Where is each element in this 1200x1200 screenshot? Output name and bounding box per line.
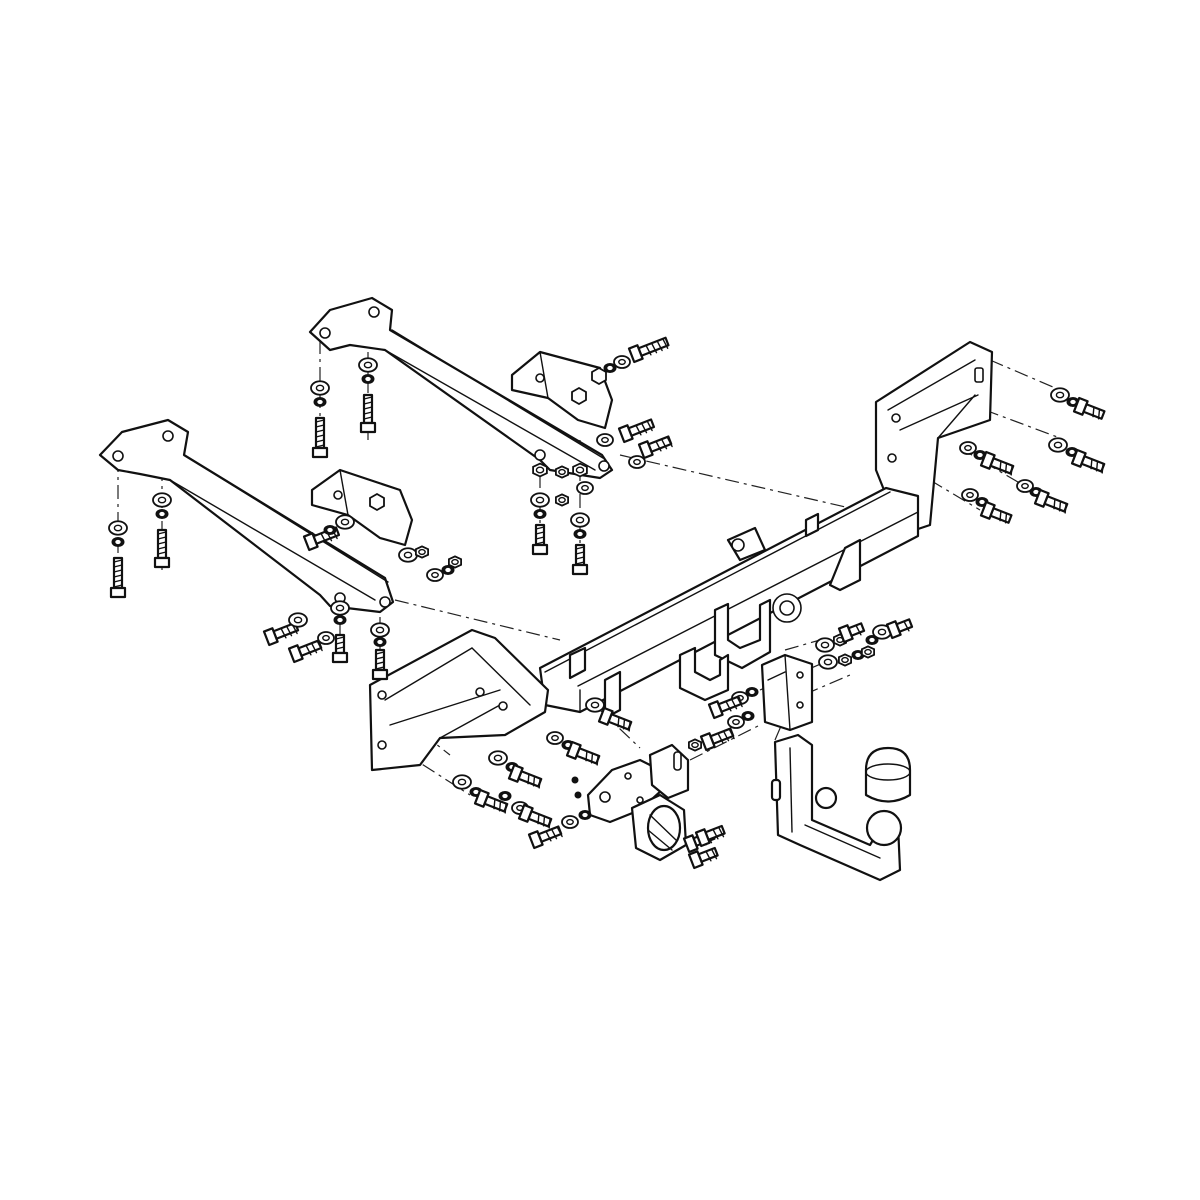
washer [561,815,579,829]
bolt [1043,495,1069,513]
bolt [1080,455,1106,473]
washer [961,488,979,502]
left-side-plate [368,628,550,772]
bolt [527,810,553,828]
washer [1050,387,1070,403]
washer [358,357,378,373]
nut [447,555,463,569]
washer [152,492,172,508]
bolt [575,747,601,765]
fasteners [108,336,1106,870]
washer [330,600,350,616]
washer [613,355,631,369]
washer [288,612,308,628]
nut [555,465,569,479]
washer [628,455,646,469]
washer [596,433,614,447]
bolt [989,457,1015,475]
nut [532,462,548,478]
right-side-plate [874,340,994,532]
washer [546,731,564,745]
washer [452,774,472,790]
washer [398,547,418,563]
bolt [314,416,326,450]
washer [576,481,594,495]
nut [555,493,569,507]
washer [488,750,508,766]
washer [530,492,550,508]
washer [815,637,835,653]
washer [335,514,355,530]
washer [310,380,330,396]
tow-ball-cap [864,746,912,803]
rear-left-mounting-arm [308,296,614,480]
nut [861,645,875,659]
front-left-bracket [310,468,414,547]
washer [818,654,838,670]
washer [370,622,390,638]
receiver-clamp [760,653,814,732]
electrical-socket [630,793,688,862]
rear-left-bracket [510,350,614,430]
main-crossbar [538,486,920,720]
front-left-mounting-arm [98,418,395,614]
washer [426,568,444,582]
tow-ball-neck [770,733,903,882]
nut [838,653,852,667]
bolt [607,713,633,731]
washer [317,631,335,645]
washer [108,520,128,536]
bolt [517,770,543,788]
washer [1048,437,1068,453]
washer [585,697,605,713]
washer [1016,479,1034,493]
nut [414,545,430,559]
washer [959,441,977,455]
washer [727,715,745,729]
washer [570,512,590,528]
nut [572,462,588,478]
nut [688,738,702,752]
bolt [112,556,124,590]
